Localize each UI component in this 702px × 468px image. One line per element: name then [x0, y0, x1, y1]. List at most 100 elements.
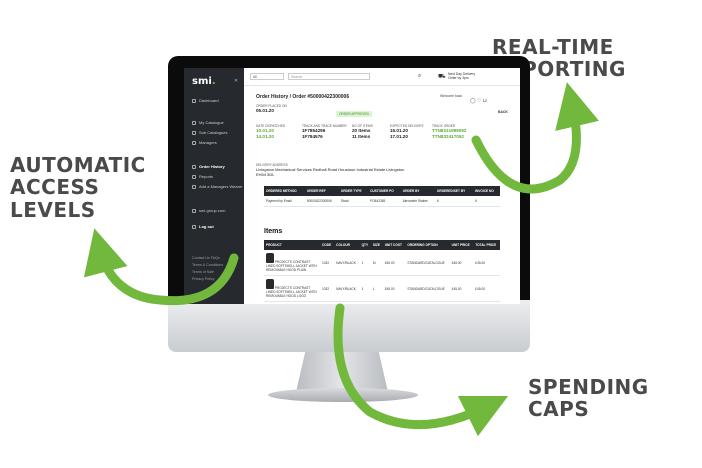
- column-header: UNIT COST: [382, 240, 406, 250]
- footer-link[interactable]: Contact Us FAQs: [192, 256, 220, 260]
- column-header: ORDER TYPE: [338, 186, 369, 196]
- sidebar-item-logout[interactable]: Log out: [192, 224, 214, 229]
- dashboard-icon: [192, 98, 196, 103]
- expected-delivery: EXPECTED DELIVERY 15.01.20 17.01.20: [390, 124, 424, 140]
- delivery-address: DELIVERY ADDRESS Livingston Mechanical S…: [256, 163, 405, 178]
- sidebar-item-order-history[interactable]: Order History: [192, 164, 225, 169]
- column-header: PRODUCT: [264, 240, 320, 250]
- delivery-info: Next Day Delivery Order by 3pm: [448, 72, 475, 80]
- search-input[interactable]: Search: [288, 73, 370, 80]
- table-cell: £45.00: [382, 275, 406, 302]
- column-header: INVOICE NO: [473, 186, 500, 196]
- table-cell: NAVY/BLACK: [334, 250, 360, 276]
- welcome-text: Welcome back: [440, 94, 463, 98]
- product-name: PROJECTS CONTRAST LINED SOFTSHELL JACKET…: [266, 286, 317, 298]
- table-cell: Alexander Stakes: [400, 196, 435, 207]
- table-cell: 1: [359, 250, 371, 276]
- category-select[interactable]: All: [250, 73, 284, 80]
- column-header: TOTAL PRICE: [473, 240, 500, 250]
- sidebar-item-dashboard[interactable]: Dashboard: [192, 98, 219, 103]
- callout-spending-caps: SPENDING CAPS: [528, 376, 649, 421]
- monitor-screen: smi. ✕ Dashboard My Catalogue Sub Catalo…: [184, 68, 520, 304]
- track-order: TRACK ORDER TTN8241989052 TTN832417052: [432, 124, 467, 140]
- column-header: CUSTOMER PO: [368, 186, 401, 196]
- sidebar-item-sub-catalogues[interactable]: Sub Catalogues: [192, 130, 227, 135]
- order-placed: ORDER PLACED ON 05.01.20: [256, 104, 287, 114]
- footer-link[interactable]: Privacy Policy: [192, 277, 215, 281]
- table-cell: £45.00: [382, 250, 406, 276]
- history-icon: [192, 164, 196, 169]
- delivery-line: Next Day Delivery: [448, 72, 476, 76]
- close-icon[interactable]: ✕: [234, 78, 239, 84]
- column-header: ORDERING OPTION: [405, 240, 450, 250]
- footer-link[interactable]: Terms of Sale: [192, 270, 214, 274]
- globe-icon: [192, 208, 196, 213]
- heart-icon[interactable]: ♡: [477, 98, 482, 104]
- sidebar-item-managers[interactable]: Managers: [192, 140, 217, 145]
- table-cell: 6: [434, 196, 474, 207]
- reports-icon: [192, 174, 196, 179]
- callout-line: ACCESS: [10, 175, 100, 200]
- product-name: PROJECTS CONTRAST LINED SOFTSHELL JACKET…: [266, 260, 317, 272]
- monitor-stand-neck: [296, 352, 388, 392]
- table-cell: STANDARD/CATALOGUE: [405, 275, 450, 302]
- logout-icon: [192, 224, 196, 229]
- delivery-line: Order by 3pm: [448, 76, 469, 81]
- column-header: ORDERED/SET BY: [434, 186, 474, 196]
- table-cell: £45.00: [473, 250, 500, 276]
- table-cell: £45.00: [449, 275, 474, 302]
- jacket-thumbnail: [266, 279, 274, 289]
- table-cell: M: [370, 250, 383, 276]
- table-cell: 1032: [320, 250, 335, 276]
- table-cell: STANDARD/CATALOGUE: [405, 250, 450, 276]
- track-link[interactable]: TTN832417052: [432, 134, 464, 140]
- sidebar-item-my-catalogue[interactable]: My Catalogue: [192, 120, 224, 125]
- add-icon: [192, 184, 196, 189]
- column-header: COLOUR: [334, 240, 360, 250]
- monitor-chin: [168, 300, 530, 352]
- jacket-thumbnail: [266, 253, 274, 263]
- table-cell: 1032: [320, 275, 335, 302]
- user-icon[interactable]: ◯: [470, 98, 476, 104]
- sidebar-item-reports[interactable]: Reports: [192, 174, 213, 179]
- catalogue-icon: [192, 120, 196, 125]
- callout-line: CAPS: [528, 397, 590, 422]
- column-header: ORDER BY: [400, 186, 435, 196]
- track-link[interactable]: TTN8241989052: [432, 128, 467, 134]
- items-heading: Items: [264, 228, 283, 235]
- item-count: NO OF ITEMS 20 Items 11 Items: [352, 124, 373, 140]
- basket-icon[interactable]: ⊔: [482, 98, 487, 104]
- sub-catalogue-icon: [192, 130, 196, 135]
- sidebar-item-add-wearer[interactable]: Add a Managers Wearer: [192, 184, 243, 189]
- callout-line: AUTOMATIC: [10, 153, 146, 177]
- date-dispatched: DATE DISPATCHED 10.01.20 14.01.20: [256, 124, 286, 140]
- search-icon[interactable]: ⌕: [418, 73, 422, 79]
- table-row[interactable]: PROJECTS CONTRAST LINED SOFTSHELL JACKET…: [264, 275, 500, 302]
- truck-icon: ⛟: [438, 74, 446, 80]
- header-icons: ◯ ♡ ⊔: [470, 98, 487, 104]
- table-cell: £45.00: [473, 275, 500, 302]
- column-header: CODE: [320, 240, 335, 250]
- logo[interactable]: smi.: [192, 76, 216, 87]
- managers-icon: [192, 140, 196, 145]
- table-cell: 1: [359, 275, 371, 302]
- table-cell: L: [370, 275, 383, 302]
- main-content: All Search ⌕ ⛟ Next Day Delivery Order b…: [244, 68, 520, 304]
- table-cell: Payment by Email: [264, 196, 305, 207]
- table-row[interactable]: PROJECTS CONTRAST LINED SOFTSHELL JACKET…: [264, 250, 500, 276]
- column-header: UNIT PRICE: [449, 240, 474, 250]
- status-badge: ORDER APPROVED: [336, 111, 372, 117]
- order-table: ORDERED METHOD ORDER REF ORDER TYPE CUST…: [264, 186, 500, 207]
- callout-line: SPENDING: [528, 375, 649, 399]
- callout-line: REAL-TIME: [492, 35, 614, 59]
- back-button[interactable]: BACK: [498, 110, 508, 114]
- sidebar-item-website[interactable]: smi-group.com: [192, 208, 225, 213]
- monitor-stand-foot: [268, 388, 418, 402]
- column-header: QTY: [359, 240, 371, 250]
- column-header: ORDERED METHOD: [264, 186, 305, 196]
- table-cell: NAVY/BLACK: [334, 275, 360, 302]
- topbar: All Search ⌕ ⛟ Next Day Delivery Order b…: [244, 68, 520, 86]
- table-cell: 6: [473, 196, 500, 207]
- footer-link[interactable]: Terms & Conditions: [192, 263, 224, 267]
- breadcrumb: Order History / Order #50000422300006: [256, 94, 350, 100]
